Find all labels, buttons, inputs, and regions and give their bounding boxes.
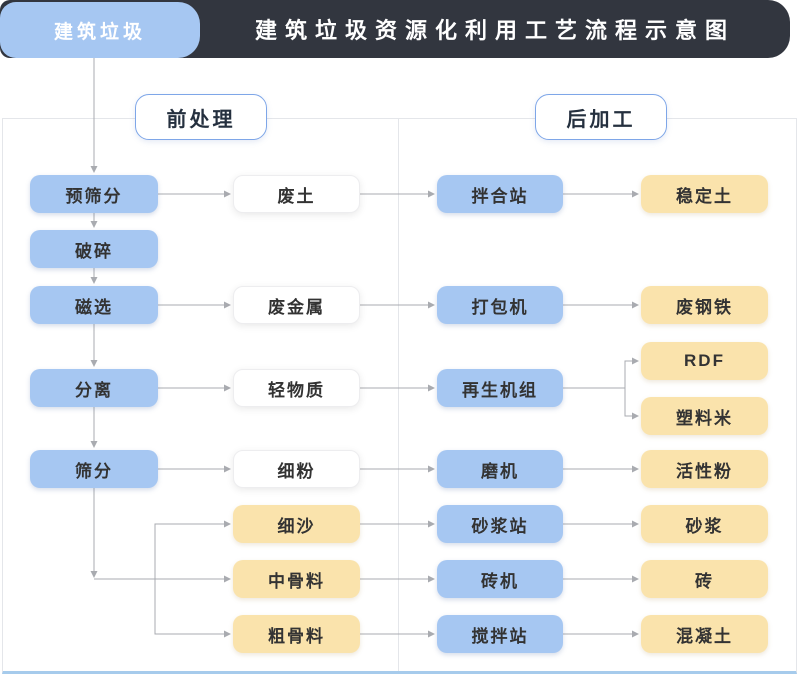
flow-node-xisha: 细沙 [233,505,360,543]
flow-node-banhezhan: 拌合站 [437,175,563,213]
diagram-panel [2,118,797,674]
flow-node-huoxingfen: 活性粉 [641,450,768,488]
flow-node-yushaifen: 预筛分 [30,175,158,213]
flow-node-cixuan: 磁选 [30,286,158,324]
section-label-pretreatment: 前处理 [135,94,267,140]
flow-node-zhongguliao: 中骨料 [233,560,360,598]
flow-node-qingwuzhi: 轻物质 [233,369,360,407]
flow-node-moji: 磨机 [437,450,563,488]
flow-node-hunningtu: 混凝土 [641,615,768,653]
flow-node-dabaoji: 打包机 [437,286,563,324]
section-label-postprocess: 后加工 [535,94,667,140]
flow-node-wendingtu: 稳定土 [641,175,768,213]
flow-node-cuguliao: 粗骨料 [233,615,360,653]
flow-node-posui: 破碎 [30,230,158,268]
flow-node-feijinshu: 废金属 [233,286,360,324]
root-node-badge: 建筑垃圾 [0,2,200,58]
flow-node-xifen: 细粉 [233,450,360,488]
flow-node-zhuanji: 砖机 [437,560,563,598]
flow-node-jiaobanzhan: 搅拌站 [437,615,563,653]
flow-node-zaishengjizu: 再生机组 [437,369,563,407]
panel-divider [398,118,399,671]
flow-node-rdf: RDF [641,342,768,380]
flow-node-suliaomi: 塑料米 [641,397,768,435]
root-node-label: 建筑垃圾 [53,21,146,43]
flow-node-fenli: 分离 [30,369,158,407]
flow-node-shajiangzhan: 砂浆站 [437,505,563,543]
flow-node-shaifen: 筛分 [30,450,158,488]
flow-node-shajiang: 砂浆 [641,505,768,543]
flow-node-feitu: 废土 [233,175,360,213]
flow-node-feigangtie: 废钢铁 [641,286,768,324]
page-title: 建筑垃圾资源化利用工艺流程示意图 [254,18,735,43]
flow-node-zhuan: 砖 [641,560,768,598]
